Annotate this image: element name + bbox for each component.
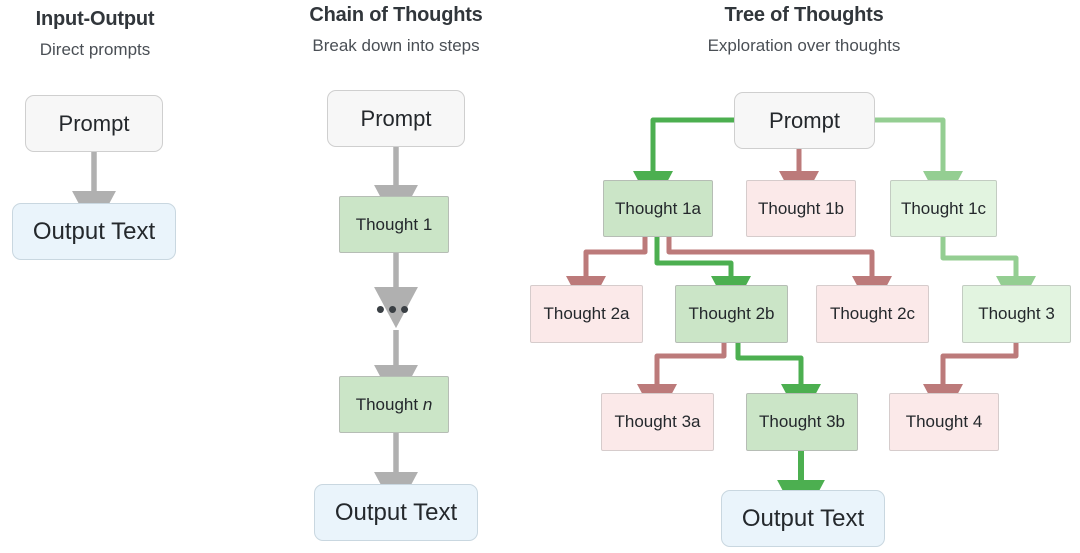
node-label: Thought 2b xyxy=(688,304,775,324)
node-tot-thought-2c[interactable]: Thought 2c xyxy=(816,285,929,343)
edge-tot-t2b-to-t3a xyxy=(637,343,727,422)
node-label: Thought 4 xyxy=(905,412,983,432)
node-tot-prompt[interactable]: Prompt xyxy=(734,92,875,149)
node-label: Output Text xyxy=(32,217,156,245)
node-tot-thought-2b[interactable]: Thought 2b xyxy=(675,285,788,343)
edge-tot-t1a-to-t2a xyxy=(566,237,648,314)
edge-tot-t1a-to-t2c xyxy=(666,237,892,314)
node-cot-output[interactable]: Output Text xyxy=(314,484,478,541)
node-label: Output Text xyxy=(334,498,458,526)
node-label: Thought 3a xyxy=(614,412,701,432)
cot-ellipsis: ••• xyxy=(339,295,449,323)
node-cot-thought-n[interactable]: Thought n xyxy=(339,376,449,433)
edge-tot-t1a-to-t2b xyxy=(654,237,751,314)
node-tot-output[interactable]: Output Text xyxy=(721,490,885,547)
node-tot-thought-3b[interactable]: Thought 3b xyxy=(746,393,858,451)
node-label: Thought n xyxy=(356,395,433,415)
column-title-chain-of-thoughts: Chain of Thoughts xyxy=(309,4,483,26)
node-io-prompt[interactable]: Prompt xyxy=(25,95,163,152)
column-subtitle-input-output: Direct prompts xyxy=(39,40,151,59)
node-io-output[interactable]: Output Text xyxy=(12,203,176,260)
node-tot-thought-1b[interactable]: Thought 1b xyxy=(746,180,856,237)
edge-tot-prompt-to-t1a xyxy=(633,117,734,209)
node-label: Thought 1a xyxy=(614,198,701,218)
edge-tot-t1c-to-t3 xyxy=(940,237,1036,314)
column-title-input-output: Input-Output xyxy=(35,8,155,30)
ellipsis-label: ••• xyxy=(375,294,413,324)
node-cot-prompt[interactable]: Prompt xyxy=(327,90,465,147)
node-tot-thought-2a[interactable]: Thought 2a xyxy=(530,285,643,343)
node-tot-thought-3[interactable]: Thought 3 xyxy=(962,285,1071,343)
node-label-text: Thought n xyxy=(355,394,433,414)
node-label: Output Text xyxy=(741,504,865,532)
edge-tot-t2b-to-t3b xyxy=(735,343,821,422)
node-label: Thought 1 xyxy=(355,214,433,234)
node-label: Prompt xyxy=(360,105,432,131)
edge-tot-prompt-to-t1c xyxy=(875,117,963,209)
node-label: Thought 3 xyxy=(978,304,1055,324)
node-cot-thought-1[interactable]: Thought 1 xyxy=(339,196,449,253)
node-label: Prompt xyxy=(769,107,840,133)
node-tot-thought-1a[interactable]: Thought 1a xyxy=(603,180,713,237)
node-label: Thought 2c xyxy=(829,304,916,324)
node-tot-thought-1c[interactable]: Thought 1c xyxy=(890,180,997,237)
node-label: Thought 3b xyxy=(758,412,845,432)
node-label: Thought 1b xyxy=(757,198,844,218)
node-label: Thought 2a xyxy=(543,304,630,324)
column-subtitle-chain-of-thoughts: Break down into steps xyxy=(312,36,480,55)
column-subtitle-tree-of-thoughts: Exploration over thoughts xyxy=(707,36,901,55)
edge-tot-t3-to-t4 xyxy=(923,343,1019,422)
node-tot-thought-3a[interactable]: Thought 3a xyxy=(601,393,714,451)
node-label: Prompt xyxy=(58,110,130,136)
node-tot-thought-4[interactable]: Thought 4 xyxy=(889,393,999,451)
column-title-tree-of-thoughts: Tree of Thoughts xyxy=(724,4,884,26)
node-label: Thought 1c xyxy=(900,198,987,218)
